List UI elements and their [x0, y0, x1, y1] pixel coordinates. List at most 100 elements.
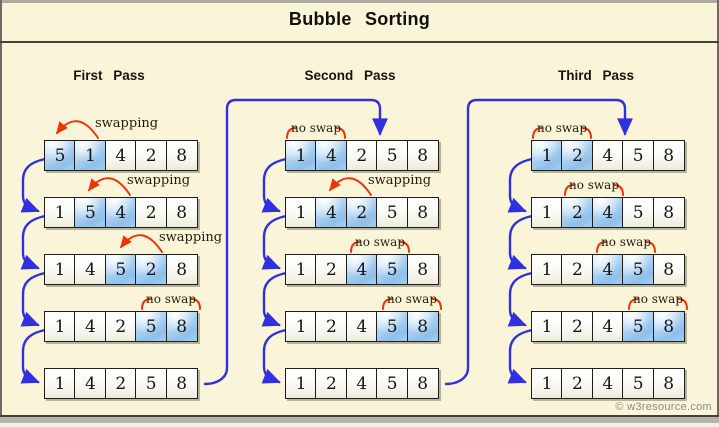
array-cell: 5 [376, 140, 409, 171]
array-cell: 5 [622, 254, 655, 285]
array-cell: 2 [345, 197, 378, 228]
no-swap-label: no swap [145, 292, 197, 306]
flow-arrow-next-row [20, 271, 47, 327]
swap-arrow [56, 120, 99, 139]
array-cell: 2 [104, 311, 137, 342]
frame-edge-right [717, 0, 719, 417]
array-cell: 4 [104, 140, 137, 171]
flow-arrow-next-row [261, 328, 288, 384]
array-cell: 1 [74, 140, 107, 171]
page-title: Bubble Sorting [288, 9, 431, 29]
array-cell: 1 [44, 254, 76, 285]
array-cell: 8 [165, 140, 198, 171]
flow-arrow-next-row [20, 157, 47, 213]
array-cell: 2 [135, 254, 168, 285]
array-cell: 5 [104, 254, 137, 285]
array-cell: 8 [165, 197, 198, 228]
array-cell: 4 [345, 254, 378, 285]
array-cell: 8 [406, 368, 439, 399]
array-cell: 5 [376, 311, 409, 342]
swap-label: swapping [368, 173, 432, 188]
array-cell: 2 [315, 311, 348, 342]
array-cell: 4 [315, 140, 348, 171]
array-cell: 8 [652, 368, 685, 399]
array-cell: 2 [561, 311, 594, 342]
array-cell: 8 [165, 254, 198, 285]
array-cell: 8 [406, 197, 439, 228]
array-cell: 1 [531, 368, 563, 399]
array-cell: 1 [44, 311, 76, 342]
no-swap-label: no swap [600, 235, 652, 249]
no-swap-label: no swap [568, 178, 620, 192]
array-cell: 4 [591, 197, 624, 228]
array-cell: 4 [591, 311, 624, 342]
array-cell: 1 [285, 254, 317, 285]
array-cell: 4 [74, 311, 107, 342]
pass-header-1: First Pass [73, 68, 145, 83]
array-cell: 1 [285, 140, 317, 171]
no-swap-label: no swap [354, 235, 406, 249]
array-cell: 5 [74, 197, 107, 228]
array-cell: 2 [561, 368, 594, 399]
watermark: © w3resource.com [615, 401, 712, 413]
array-cell: 8 [406, 311, 439, 342]
array-cell: 8 [406, 140, 439, 171]
flow-arrow-next-row [507, 214, 534, 270]
flow-arrow-next-row [507, 328, 534, 384]
array-cell: 1 [285, 197, 317, 228]
array-cell: 5 [44, 140, 76, 171]
flow-arrow-next-row [261, 214, 288, 270]
array-cell: 5 [376, 254, 409, 285]
swap-arrow [329, 177, 372, 196]
array-cell: 5 [376, 197, 409, 228]
array-cell: 8 [652, 140, 685, 171]
array-cell: 2 [561, 140, 594, 171]
array-cell: 4 [104, 197, 137, 228]
array-cell: 2 [135, 197, 168, 228]
array-cell: 8 [165, 311, 198, 342]
flow-arrow-next-row [20, 328, 47, 384]
array-cell: 2 [561, 197, 594, 228]
frame-edge-bottom-light [0, 423, 719, 427]
swap-label: swapping [127, 173, 191, 188]
array-cell: 1 [531, 254, 563, 285]
array-cell: 5 [135, 368, 168, 399]
array-cell: 2 [104, 368, 137, 399]
frame-edge-bottom [0, 415, 719, 417]
array-cell: 2 [135, 140, 168, 171]
swap-label: swapping [95, 116, 159, 131]
swap-label: swapping [159, 230, 223, 245]
frame-edge-bottom-shadow [0, 417, 719, 423]
array-cell: 1 [44, 197, 76, 228]
array-cell: 4 [591, 140, 624, 171]
array-cell: 2 [315, 368, 348, 399]
array-cell: 8 [652, 197, 685, 228]
flow-arrow-next-row [20, 214, 47, 270]
frame-edge-left [0, 0, 2, 417]
swap-arrow [120, 234, 163, 253]
array-cell: 1 [531, 311, 563, 342]
no-swap-label: no swap [290, 121, 342, 135]
array-cell: 8 [652, 311, 685, 342]
array-cell: 1 [285, 368, 317, 399]
flow-arrow-next-row [507, 157, 534, 213]
pass-header-2: Second Pass [304, 68, 396, 83]
array-cell: 2 [561, 254, 594, 285]
array-cell: 8 [406, 254, 439, 285]
array-cell: 4 [315, 197, 348, 228]
no-swap-label: no swap [632, 292, 684, 306]
array-cell: 4 [345, 368, 378, 399]
array-cell: 4 [591, 254, 624, 285]
